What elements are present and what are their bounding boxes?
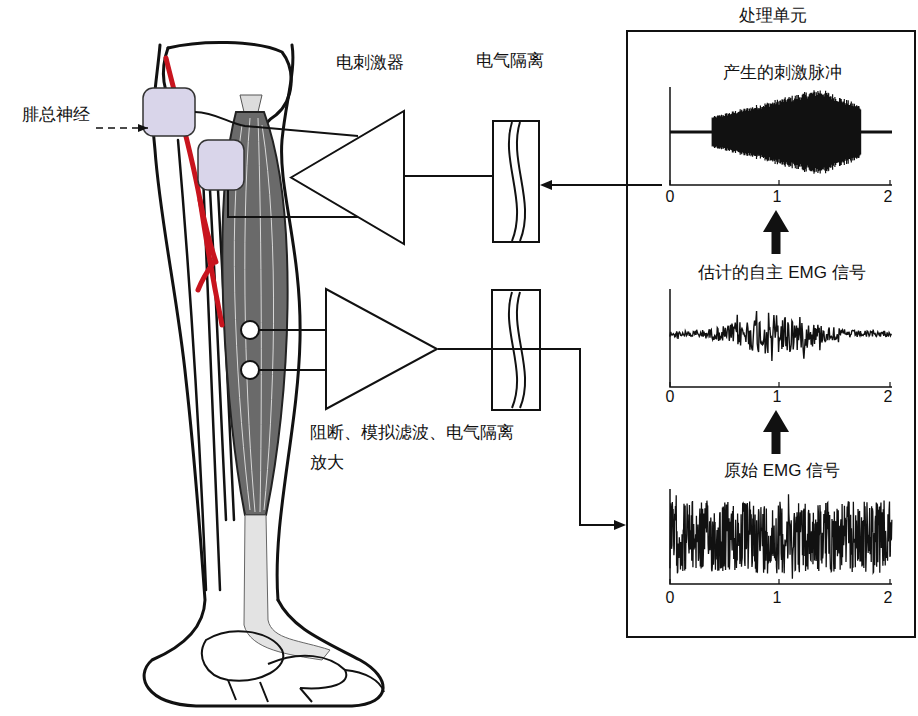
waveform xyxy=(670,494,892,578)
plot-axes xyxy=(670,289,892,387)
node-shape xyxy=(290,110,405,245)
signal-plot: 产生的刺激脉冲 xyxy=(662,57,902,210)
emg-electrode xyxy=(241,361,259,379)
block-label: 电刺激器 xyxy=(336,52,404,74)
tendon-cap xyxy=(240,95,262,112)
axis-tick: 2 xyxy=(884,388,893,406)
signal-plot: 原始 EMG 信号 xyxy=(662,454,902,586)
axis-tick: 1 xyxy=(773,388,782,406)
nerve-label: 腓总神经 xyxy=(22,104,90,126)
isolation-block: 电气隔离 xyxy=(492,120,540,243)
axis-tick: 0 xyxy=(666,188,675,206)
block-label: 电气隔离 xyxy=(476,50,544,72)
stim-electrode xyxy=(198,140,244,190)
plot-title: 估计的自主 EMG 信号 xyxy=(662,262,902,284)
emg-amplifier: 阻断、模拟滤波、电气隔离 放大 xyxy=(325,288,438,410)
foot-bones xyxy=(202,631,384,702)
node-shape xyxy=(492,120,540,243)
achilles-tendon xyxy=(244,515,330,660)
node-shape xyxy=(325,288,438,410)
flow-arrow xyxy=(772,232,781,254)
isolation-box xyxy=(493,121,539,242)
signal-wire xyxy=(405,175,492,177)
amplifier-triangle xyxy=(326,289,437,409)
signal-wire xyxy=(552,184,662,186)
nerve-leader xyxy=(96,127,148,129)
stimulator-amplifier: 电刺激器 xyxy=(290,110,405,245)
axis-tick: 2 xyxy=(884,589,893,607)
isolation-barrier xyxy=(517,122,525,241)
waveform xyxy=(670,90,892,174)
tibia-bone xyxy=(178,140,220,590)
block-label: 阻断、模拟滤波、电气隔离 放大 xyxy=(310,418,528,478)
axis-tick: 1 xyxy=(773,188,782,206)
plot-axes xyxy=(670,489,892,584)
signal-plot: 估计的自主 EMG 信号 xyxy=(662,254,902,410)
waveform xyxy=(670,311,892,361)
amplifier-triangle xyxy=(291,111,404,244)
axis-tick: 0 xyxy=(666,388,675,406)
processing-unit: 产生的刺激脉冲估计的自主 EMG 信号原始 EMG 信号处理单元 xyxy=(626,30,916,638)
plot-title: 原始 EMG 信号 xyxy=(662,460,902,482)
axis-tick: 1 xyxy=(773,589,782,607)
stim-electrode xyxy=(143,88,195,136)
axis-tick: 2 xyxy=(884,188,893,206)
plot-title: 产生的刺激脉冲 xyxy=(662,62,902,84)
plot-axes xyxy=(670,87,892,185)
axis-tick: 0 xyxy=(666,589,675,607)
emg-electrode xyxy=(241,321,259,339)
block-label: 处理单元 xyxy=(628,5,918,27)
isolation-barrier xyxy=(509,122,517,241)
flow-arrow xyxy=(772,432,781,454)
